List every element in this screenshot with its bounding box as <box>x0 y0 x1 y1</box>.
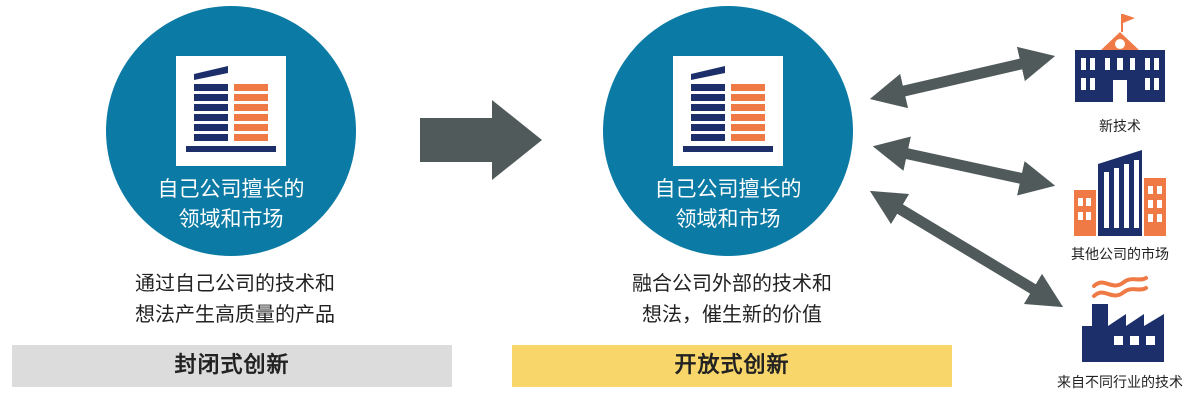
circle-caption-line: 领域和市场 <box>675 207 781 231</box>
circle-caption-line: 自己公司擅长的 <box>157 177 305 201</box>
circle-caption-line: 领域和市场 <box>178 207 284 231</box>
description-line: 通过自己公司的技术和 <box>135 271 335 295</box>
closed-innovation-label: 封闭式创新 <box>12 345 452 387</box>
arrow-other-industry-icon <box>869 190 1064 308</box>
open-description: 融合公司外部的技术和 想法，催生新的价值 <box>567 268 897 330</box>
factory-icon <box>1082 276 1164 362</box>
description-line: 想法，催生新的价值 <box>642 302 822 326</box>
closed-innovation-circle: 自己公司擅长的 领域和市场 <box>106 6 356 256</box>
circle-caption: 自己公司擅长的 领域和市场 <box>603 174 853 234</box>
arrow-other-market-icon <box>872 136 1056 196</box>
source-label-other-industry: 来自不同行业的技术 <box>1057 375 1183 391</box>
description-line: 融合公司外部的技术和 <box>632 271 832 295</box>
circle-caption-line: 自己公司擅长的 <box>654 177 802 201</box>
transition-arrow-icon <box>420 100 542 180</box>
description-line: 想法产生高质量的产品 <box>135 302 335 326</box>
closed-description: 通过自己公司的技术和 想法产生高质量的产品 <box>70 268 400 330</box>
open-innovation-label: 开放式创新 <box>512 345 952 387</box>
source-label-other-market: 其他公司的市场 <box>1071 247 1169 263</box>
school-building-icon <box>1075 14 1165 102</box>
arrow-new-tech-icon <box>869 46 1056 109</box>
open-innovation-circle: 自己公司擅长的 领域和市场 <box>603 6 853 256</box>
circle-caption: 自己公司擅长的 领域和市场 <box>106 174 356 234</box>
company-buildings-icon <box>673 56 783 166</box>
office-building-icon <box>1074 150 1166 236</box>
company-buildings-icon <box>176 56 286 166</box>
source-label-new-tech: 新技术 <box>1099 119 1141 135</box>
